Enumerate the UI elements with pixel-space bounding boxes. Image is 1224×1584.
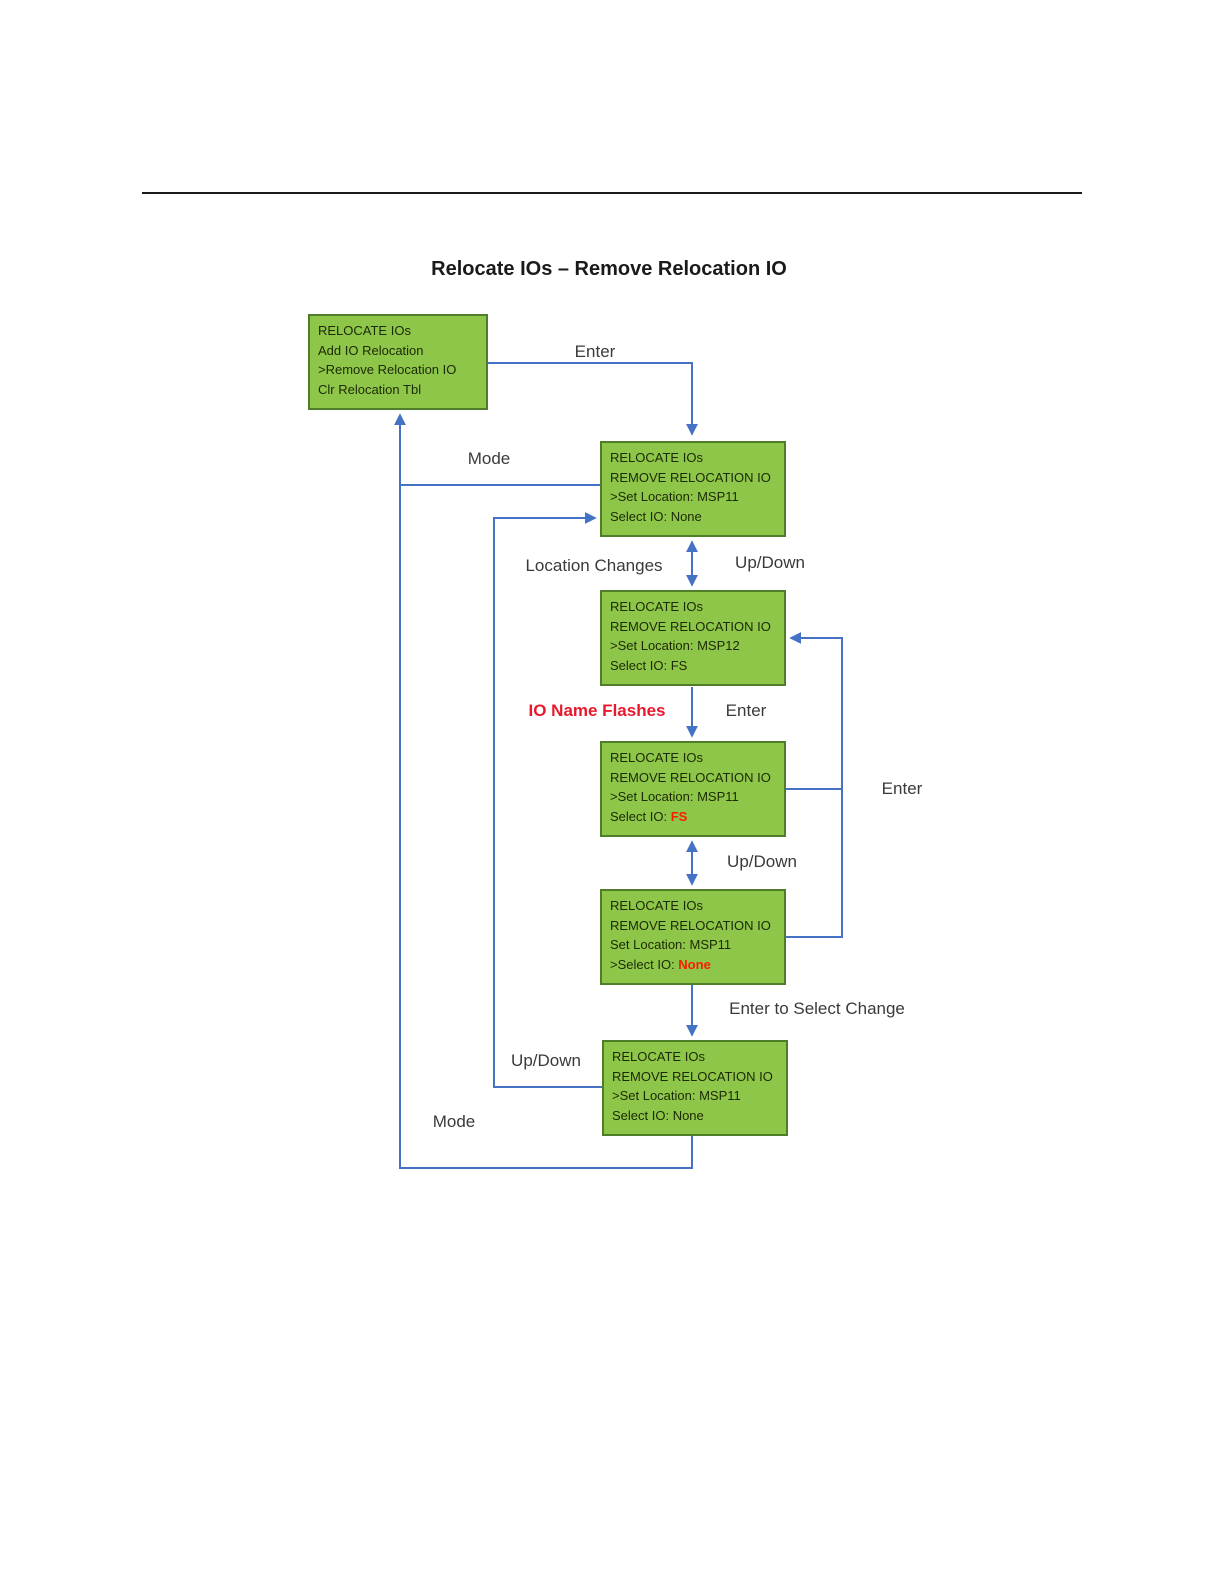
- label-enter-right: Enter: [881, 779, 923, 798]
- arrow-mode-trunk: [394, 413, 693, 1169]
- state-box-select-io-none: RELOCATE IOs REMOVE RELOCATION IO Set Lo…: [600, 889, 786, 985]
- flashing-io-name: None: [678, 956, 711, 972]
- label-updown-bottom: Up/Down: [511, 1051, 581, 1070]
- box-line: Select IO: FS: [610, 808, 688, 824]
- box-line: RELOCATE IOs: [610, 599, 703, 614]
- arrow-updown-return: [493, 512, 602, 1088]
- state-box-select-io-fs: RELOCATE IOs REMOVE RELOCATION IO >Set L…: [600, 741, 786, 837]
- label-mode-top: Mode: [467, 449, 511, 468]
- label-io-name-flashes: IO Name Flashes: [528, 701, 666, 720]
- box-line: REMOVE RELOCATION IO: [610, 618, 771, 634]
- box-line: REMOVE RELOCATION IO: [610, 469, 771, 485]
- label-mode-bottom: Mode: [432, 1112, 476, 1131]
- box-line: >Remove Relocation IO: [318, 362, 457, 377]
- box-line: >Set Location: MSP11: [610, 789, 739, 804]
- state-box-set-location-msp12: RELOCATE IOs REMOVE RELOCATION IO >Set L…: [600, 590, 786, 686]
- state-box-set-location-msp11: RELOCATE IOs REMOVE RELOCATION IO >Set L…: [600, 441, 786, 537]
- box-line: RELOCATE IOs: [318, 323, 411, 338]
- box-line: Set Location: MSP11: [610, 937, 732, 952]
- label-location-changes: Location Changes: [525, 556, 663, 575]
- label-updown-top: Up/Down: [735, 553, 805, 572]
- box-line: Add IO Relocation: [318, 342, 424, 358]
- state-box-final: RELOCATE IOs REMOVE RELOCATION IO >Set L…: [602, 1040, 788, 1136]
- arrow-enter-top: [488, 362, 698, 436]
- box-line: >Select IO: None: [610, 956, 711, 972]
- label-enter-mid: Enter: [725, 701, 767, 720]
- box-line: RELOCATE IOs: [610, 898, 703, 913]
- label-enter-top: Enter: [574, 342, 616, 361]
- box-line: REMOVE RELOCATION IO: [610, 917, 771, 933]
- box-line: Clr Relocation Tbl: [318, 381, 422, 397]
- box-line: Select IO: None: [610, 508, 702, 524]
- box-line: >Set Location: MSP12: [610, 638, 740, 653]
- box-line: Select IO: FS: [610, 657, 688, 673]
- box-line: RELOCATE IOs: [612, 1049, 705, 1064]
- box-line: REMOVE RELOCATION IO: [612, 1068, 773, 1084]
- label-updown-mid: Up/Down: [727, 852, 797, 871]
- box-line: >Set Location: MSP11: [610, 489, 739, 504]
- arrow-enter-return: [786, 632, 843, 938]
- state-box-relocate-menu: RELOCATE IOs Add IO Relocation >Remove R…: [308, 314, 488, 410]
- header-rule: [142, 192, 1082, 194]
- box-line: >Set Location: MSP11: [612, 1088, 741, 1103]
- diagram-title: Relocate IOs – Remove Relocation IO: [431, 258, 787, 280]
- box-line: RELOCATE IOs: [610, 450, 703, 465]
- box-line: Select IO: None: [612, 1107, 704, 1123]
- box-line: REMOVE RELOCATION IO: [610, 769, 771, 785]
- box-line: RELOCATE IOs: [610, 750, 703, 765]
- flashing-io-name: FS: [670, 808, 688, 824]
- label-enter-select-change: Enter to Select Change: [729, 999, 905, 1018]
